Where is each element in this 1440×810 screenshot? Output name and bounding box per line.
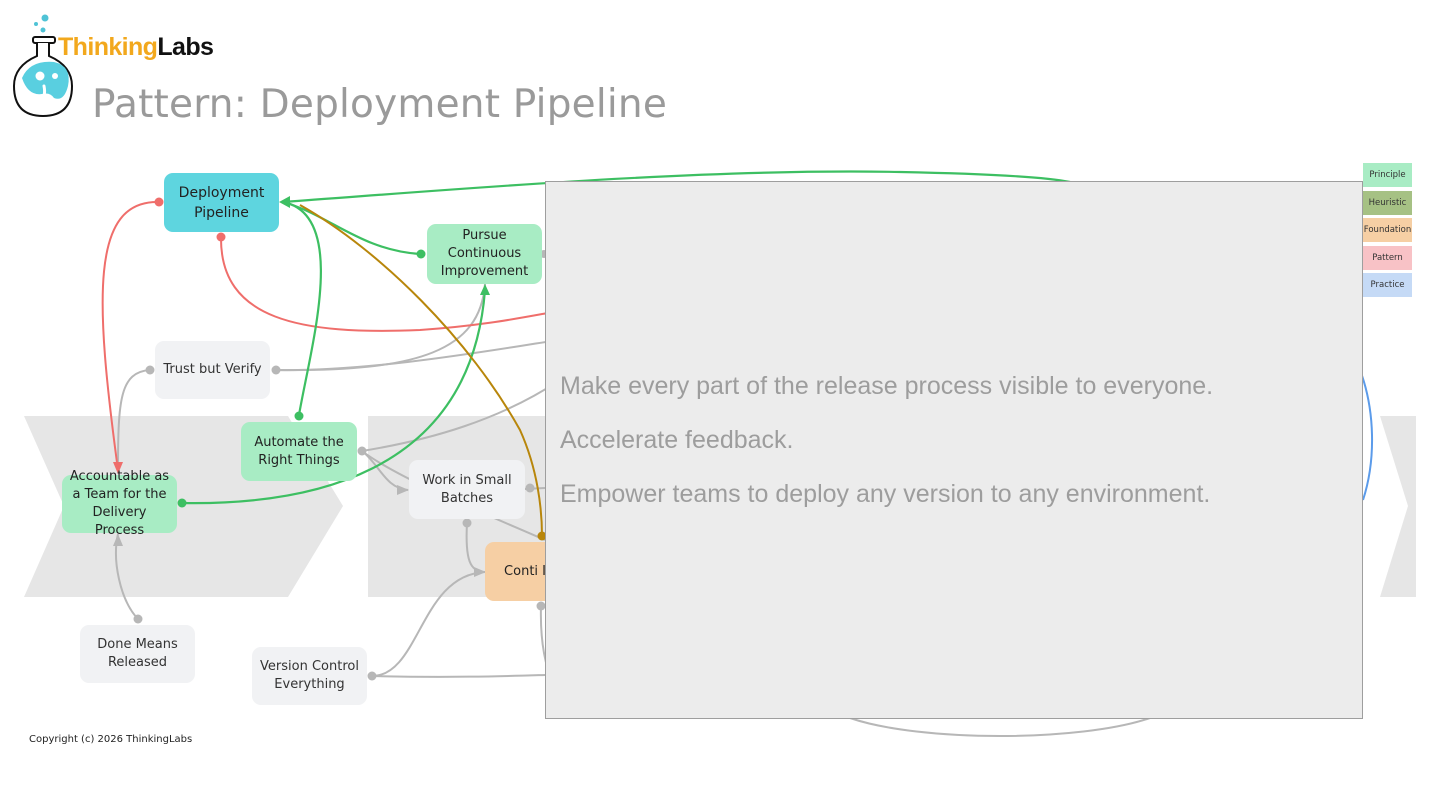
legend: Principle Heuristic Foundation Pattern P… bbox=[1363, 163, 1412, 301]
node-trust-but-verify[interactable]: Trust but Verify bbox=[155, 341, 270, 399]
edge-trust-to-accountable bbox=[117, 369, 151, 471]
edge-deploy-to-right-red bbox=[219, 236, 549, 332]
edge-trust-to-right bbox=[275, 339, 561, 372]
node-work-in-small-batches[interactable]: Work in Small Batches bbox=[409, 460, 525, 519]
description-overlay-panel: Make every part of the release process v… bbox=[545, 181, 1363, 719]
overlay-line-3: Empower teams to deploy any version to a… bbox=[560, 480, 1211, 508]
edge-deploy-to-accountable bbox=[101, 200, 160, 471]
overlay-line-1: Make every part of the release process v… bbox=[560, 372, 1214, 400]
page-title: Pattern: Deployment Pipeline bbox=[92, 82, 668, 127]
node-deployment-pipeline[interactable]: Deployment Pipeline bbox=[164, 173, 279, 232]
legend-item-heuristic: Heuristic bbox=[1363, 190, 1412, 215]
edge-deploy-to-ci-gold bbox=[299, 204, 543, 537]
legend-item-principle: Principle bbox=[1363, 163, 1412, 187]
legend-item-practice: Practice bbox=[1363, 273, 1412, 297]
brand-name-part2: Labs bbox=[157, 33, 214, 61]
node-automate-the-right-things[interactable]: Automate the Right Things bbox=[241, 422, 357, 481]
edge-bottom-loop bbox=[849, 717, 1151, 737]
node-pursue-continuous-improvement[interactable]: Pursue Continuous Improvement bbox=[427, 224, 542, 284]
edge-deploy-to-automate bbox=[282, 200, 322, 416]
edge-trust-to-pursue bbox=[275, 283, 486, 372]
node-accountable-as-a-team[interactable]: Accountable as a Team for the Delivery P… bbox=[62, 469, 177, 538]
node-version-control-everything[interactable]: Version Control Everything bbox=[252, 647, 367, 705]
chevron-backdrop-3 bbox=[1380, 416, 1416, 597]
copyright-notice: Copyright (c) 2026 ThinkingLabs bbox=[29, 734, 193, 745]
edge-version-to-ci bbox=[371, 571, 486, 677]
edge-automate-to-right bbox=[361, 379, 561, 452]
overlay-line-2: Accelerate feedback. bbox=[560, 426, 794, 454]
thinkinglabs-logo-icon bbox=[12, 14, 74, 118]
edge-version-to-right bbox=[371, 674, 546, 678]
legend-item-foundation: Foundation bbox=[1363, 218, 1412, 242]
node-done-means-released[interactable]: Done Means Released bbox=[80, 625, 195, 683]
edge-deploy-to-pursue bbox=[282, 200, 421, 256]
edge-top-arc-to-deploy bbox=[282, 170, 1071, 204]
brand-name-part1: Thinking bbox=[58, 33, 158, 61]
brand-wordmark: ThinkingLabs bbox=[58, 32, 214, 62]
edge-accountable-to-pursue bbox=[181, 289, 487, 505]
legend-item-pattern: Pattern bbox=[1363, 245, 1412, 270]
edge-right-blue bbox=[1359, 369, 1373, 501]
